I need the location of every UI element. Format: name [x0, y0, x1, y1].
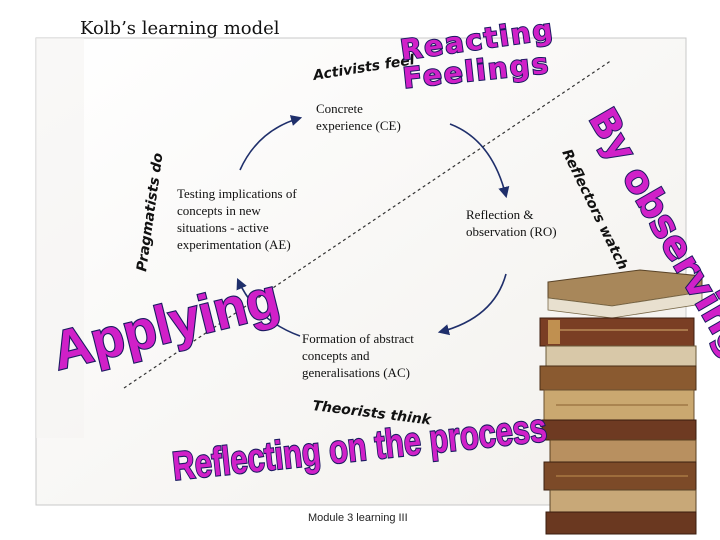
arrow-ae-to-ce — [239, 115, 303, 171]
slide-title: Kolb’s learning model — [80, 18, 280, 39]
arrow-ac-to-ae — [236, 277, 301, 337]
book-stack-image — [539, 269, 703, 535]
diagonal-divider-line — [123, 59, 613, 389]
slide-corner-shadow — [36, 38, 84, 438]
slide-footer: Module 3 learning III — [308, 512, 408, 524]
arrow-ce-to-ro — [449, 123, 510, 199]
node-abstract-conceptualisation: Formation of abstract concepts and gener… — [302, 331, 417, 380]
node-active-experimentation: Testing implications of concepts in new … — [177, 186, 300, 252]
arrow-ro-to-ac — [437, 273, 507, 336]
node-reflection-observation: Reflection & observation (RO) — [466, 207, 557, 239]
node-concrete-experience: Concrete experience (CE) — [316, 101, 401, 133]
